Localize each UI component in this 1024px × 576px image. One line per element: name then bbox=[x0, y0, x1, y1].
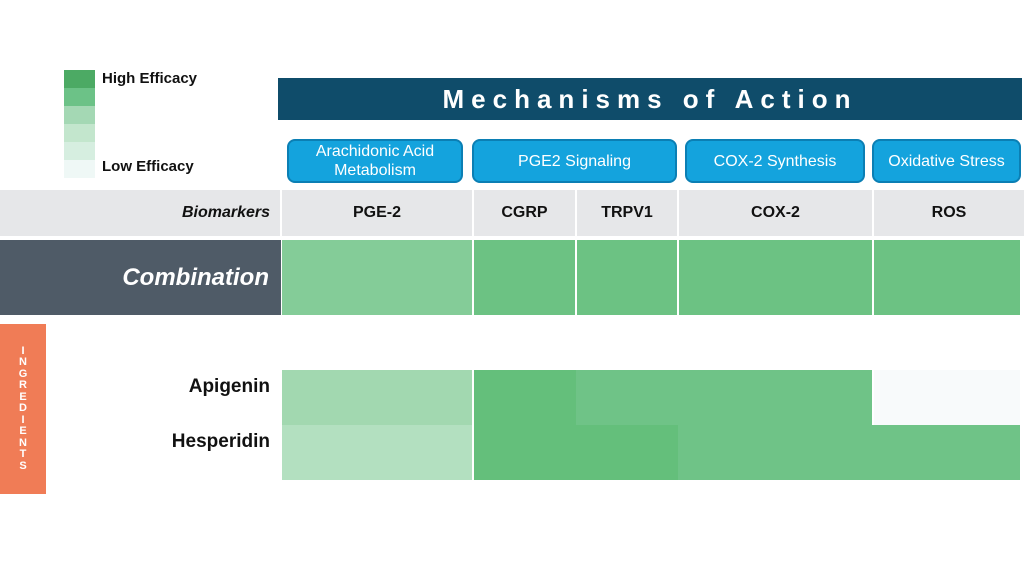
ingredient-label-apigenin: Apigenin bbox=[188, 376, 270, 397]
ingredient-label-hesperidin: Hesperidin bbox=[171, 431, 270, 452]
legend-swatch-3 bbox=[64, 106, 95, 124]
column-label-ros: ROS bbox=[931, 204, 967, 221]
biomarker-divider bbox=[280, 190, 282, 236]
ingredients-letter: E bbox=[19, 425, 27, 438]
ingredients-letter: I bbox=[21, 413, 25, 426]
column-label-cgrp: CGRP bbox=[501, 204, 548, 221]
ingredients-letter: I bbox=[21, 344, 25, 357]
chart-title: Mechanisms of Action bbox=[278, 78, 1022, 120]
legend-low-label: Low Efficacy bbox=[102, 158, 194, 175]
hesperidin-cell-cox2 bbox=[678, 425, 872, 480]
apigenin-cell-cgrp bbox=[474, 370, 576, 425]
biomarker-divider bbox=[472, 190, 474, 236]
hesperidin-cell-ros bbox=[872, 425, 1020, 480]
ingredients-letter: T bbox=[19, 448, 27, 461]
ingredients-letter: D bbox=[19, 402, 27, 415]
hesperidin-cell-cgrp bbox=[474, 425, 576, 480]
combination-cell-ros bbox=[874, 240, 1020, 315]
combination-cell-cgrp bbox=[474, 240, 575, 315]
ingredients-letter: R bbox=[19, 379, 27, 392]
biomarker-divider bbox=[575, 190, 577, 236]
combination-cell-trpv1 bbox=[577, 240, 677, 315]
ingredients-letter: E bbox=[19, 390, 27, 403]
apigenin-cell-pge2 bbox=[282, 370, 472, 425]
column-label-trpv1: TRPV1 bbox=[601, 204, 653, 221]
hesperidin-cell-trpv1 bbox=[576, 425, 678, 480]
legend-high-label: High Efficacy bbox=[102, 70, 198, 87]
biomarker-row bbox=[0, 190, 1024, 236]
combination-cell-pge2 bbox=[282, 240, 472, 315]
biomarker-divider bbox=[677, 190, 679, 236]
apigenin-cell-trpv1 bbox=[576, 370, 678, 425]
legend-swatch-2 bbox=[64, 88, 95, 106]
apigenin-cell-cox2 bbox=[678, 370, 872, 425]
mechanism-pge2-signaling: PGE2 Signaling bbox=[472, 139, 677, 183]
hesperidin-cell-pge2 bbox=[282, 425, 472, 480]
mechanism-cox2-synthesis: COX-2 Synthesis bbox=[685, 139, 865, 183]
apigenin-cell-ros bbox=[874, 370, 1020, 425]
combination-cell-cox2 bbox=[679, 240, 872, 315]
column-label-cox2: COX-2 bbox=[751, 204, 800, 221]
ingredients-letter: G bbox=[18, 367, 28, 380]
legend-swatch-6 bbox=[64, 160, 95, 178]
mechanism-oxidative-stress: Oxidative Stress bbox=[872, 139, 1021, 183]
ingredients-letter: N bbox=[19, 436, 27, 449]
mechanism-arachidonic: Arachidonic Acid Metabolism bbox=[287, 139, 463, 183]
combination-label: Combination bbox=[0, 240, 281, 315]
legend-swatch-5 bbox=[64, 142, 95, 160]
legend-swatch-4 bbox=[64, 124, 95, 142]
column-label-pge2: PGE-2 bbox=[352, 204, 401, 221]
ingredients-letter: N bbox=[19, 356, 27, 369]
legend-swatch-1 bbox=[64, 70, 95, 88]
biomarkers-header: Biomarkers bbox=[181, 204, 270, 221]
biomarker-divider bbox=[872, 190, 874, 236]
ingredients-letter: S bbox=[19, 459, 27, 472]
